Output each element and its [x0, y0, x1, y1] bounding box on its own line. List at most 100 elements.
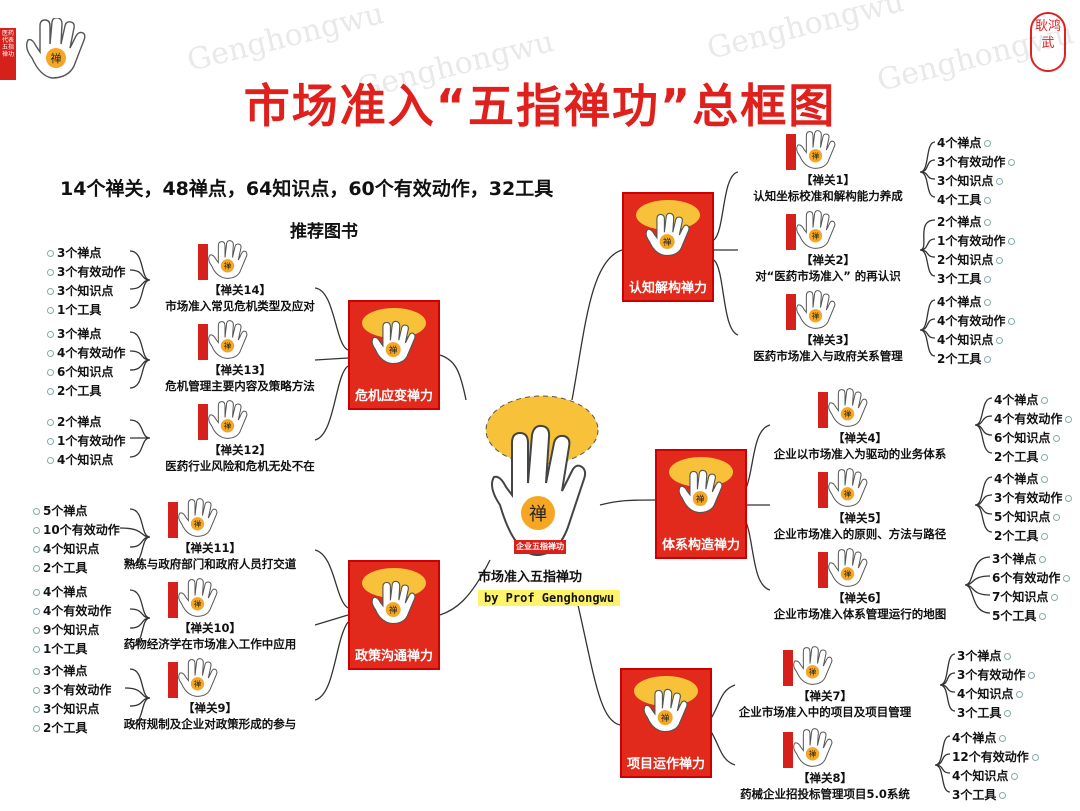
seal-stamp: 耿鸿武 [1030, 12, 1066, 72]
leaf-dot-icon [1053, 435, 1061, 442]
hand-icon: 禅 [371, 320, 416, 365]
leaf-item: 4个禅点 [937, 293, 994, 310]
leaf-text: 4个禅点 [937, 136, 982, 150]
leaf-item: 1个有效动作 [937, 232, 1018, 249]
svg-text:禅: 禅 [844, 409, 852, 419]
node-hand: 禅 [175, 658, 225, 702]
leaf-dot-icon [33, 565, 40, 572]
leaf-item: 4个知识点 [952, 767, 1021, 784]
leaf-dot-icon [1008, 159, 1016, 166]
leaf-dot-icon [47, 457, 54, 464]
node-name: 企业市场准入体系管理运行的地图 [773, 607, 947, 621]
leaf-text: 3个有效动作 [994, 491, 1063, 505]
leaf-dot-icon [1041, 454, 1049, 461]
node-hand: 禅 [825, 468, 875, 512]
top-card-logo: 医药代表五指禅功 [0, 28, 16, 80]
center-card-text: 企业五指禅功 [516, 542, 564, 551]
node-hand: 禅 [205, 320, 255, 364]
leaf-text: 2个工具 [937, 352, 982, 366]
leaf-dot-icon [999, 735, 1007, 742]
leaf-text: 3个禅点 [57, 327, 102, 341]
leaf-dot-icon [1051, 594, 1059, 601]
node-tag: 【禅关1】 [800, 173, 855, 187]
leaf-dot-icon [33, 546, 40, 553]
leaf-text: 4个有效动作 [43, 604, 112, 618]
leaf-text: 6个有效动作 [992, 571, 1061, 585]
leaf-dot-icon [999, 792, 1007, 799]
hand-icon: 禅 [178, 578, 218, 617]
leaf-text: 4个禅点 [952, 731, 997, 745]
leaf-text: 3个有效动作 [43, 683, 112, 697]
leaf-dot-icon [33, 725, 40, 732]
node-card-tab [818, 472, 828, 508]
hand-icon: 禅 [485, 395, 599, 557]
leaf-dot-icon [1065, 495, 1073, 502]
leaf-dot-icon [33, 687, 40, 694]
leaf-dot-icon [1041, 533, 1049, 540]
hand-icon: 禅 [178, 658, 218, 697]
svg-text:禅: 禅 [224, 341, 232, 351]
gate-card-g4: 禅 危机应变禅力 [348, 300, 440, 410]
node-tag: 【禅关3】 [800, 333, 855, 347]
svg-text:禅: 禅 [812, 311, 820, 321]
hand-icon: 禅 [371, 580, 416, 625]
leaf-dot-icon [47, 419, 54, 426]
gate-node: 禅 【禅关13】 危机管理主要内容及策略方法 [150, 320, 330, 394]
leaf-item: 3个工具 [952, 786, 1009, 803]
node-card-tab [198, 324, 208, 360]
gate-hand: 禅 [368, 320, 424, 370]
leaf-text: 4个知识点 [57, 453, 114, 467]
leaf-item: 4个知识点 [30, 540, 99, 557]
leaf-text: 2个工具 [994, 450, 1039, 464]
leaf-dot-icon [33, 646, 40, 653]
svg-text:禅: 禅 [812, 231, 820, 241]
gate-node: 禅 【禅关7】 企业市场准入中的项目及项目管理 [735, 646, 915, 720]
gate-label: 项目运作禅力 [626, 757, 705, 772]
gate-card-g2: 禅 体系构造禅力 [655, 449, 747, 559]
leaf-item: 1个工具 [30, 640, 87, 657]
node-icon-row: 禅 [738, 130, 918, 172]
leaf-dot-icon [47, 350, 54, 357]
leaf-item: 4个知识点 [44, 451, 113, 468]
leaf-dot-icon [1008, 318, 1016, 325]
leaf-text: 4个知识点 [937, 333, 994, 347]
gate-hand: 禅 [368, 580, 424, 630]
leaf-item: 2个工具 [994, 527, 1051, 544]
svg-text:禅: 禅 [389, 605, 398, 615]
node-card-tab [786, 294, 796, 330]
leaf-item: 4个有效动作 [937, 312, 1018, 329]
svg-text:禅: 禅 [224, 421, 232, 431]
svg-text:禅: 禅 [812, 151, 820, 161]
leaf-item: 4个知识点 [957, 685, 1026, 702]
hand-icon: 禅 [645, 212, 690, 257]
leaf-item: 4个工具 [937, 191, 994, 208]
gate-node: 禅 【禅关14】 市场准入常见危机类型及应对 [150, 240, 330, 314]
leaf-item: 1个有效动作 [44, 432, 125, 449]
node-card-tab [786, 214, 796, 250]
leaf-text: 2个工具 [57, 384, 102, 398]
hand-icon: 禅 [208, 400, 248, 439]
gate-node: 禅 【禅关6】 企业市场准入体系管理运行的地图 [770, 548, 950, 622]
leaf-text: 5个禅点 [43, 504, 88, 518]
leaf-item: 4个禅点 [994, 391, 1051, 408]
hand-icon: 禅 [208, 240, 248, 279]
leaf-item: 3个禅点 [957, 647, 1014, 664]
leaf-item: 3个禅点 [30, 662, 87, 679]
leaf-text: 4个知识点 [952, 769, 1009, 783]
leaf-text: 6个知识点 [57, 365, 114, 379]
leaf-text: 4个有效动作 [937, 314, 1006, 328]
leaf-dot-icon [33, 608, 40, 615]
leaf-item: 3个工具 [937, 270, 994, 287]
gate-node: 禅 【禅关3】 医药市场准入与政府关系管理 [738, 290, 918, 364]
leaf-text: 3个有效动作 [57, 265, 126, 279]
leaf-item: 3个有效动作 [994, 489, 1075, 506]
leaf-dot-icon [33, 706, 40, 713]
leaf-dot-icon [996, 337, 1004, 344]
leaf-text: 4个禅点 [994, 393, 1039, 407]
node-tag: 【禅关6】 [832, 591, 887, 605]
leaf-text: 4个禅点 [994, 472, 1039, 486]
leaf-item: 6个知识点 [994, 429, 1063, 446]
hand-icon: 禅 [828, 468, 868, 507]
svg-text:禅: 禅 [194, 679, 202, 689]
node-icon-row: 禅 [150, 240, 330, 282]
